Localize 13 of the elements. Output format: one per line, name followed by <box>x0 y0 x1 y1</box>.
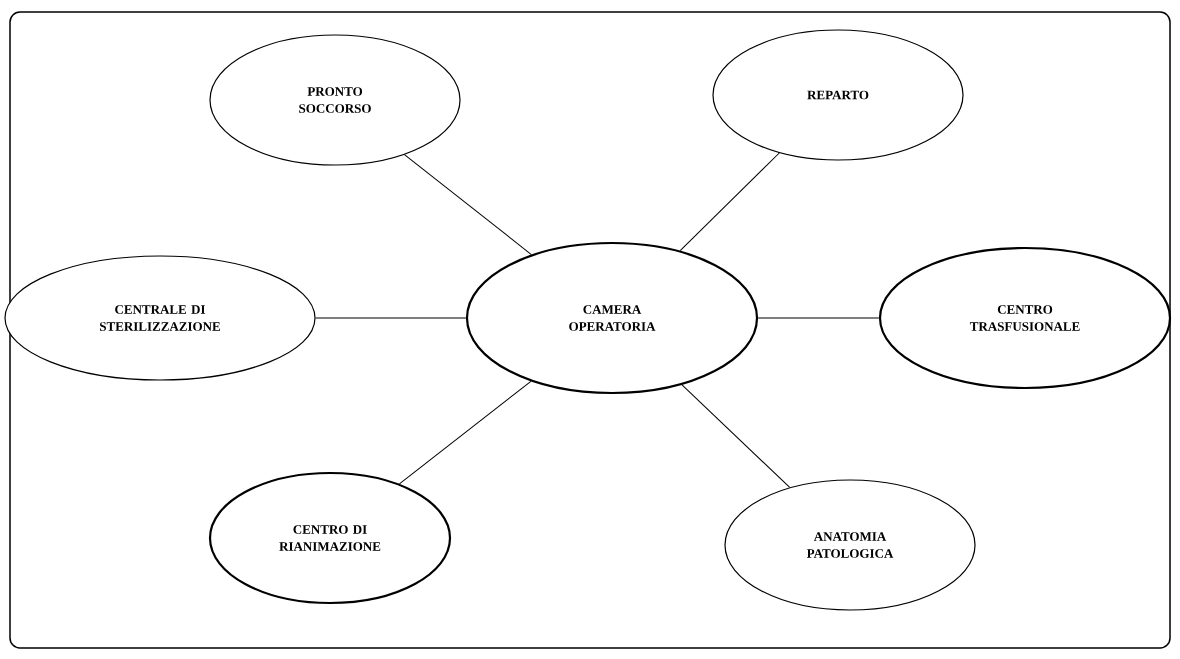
ellipse-node: CAMERA OPERATORIA <box>465 241 759 395</box>
connector-line <box>315 317 467 319</box>
connector-line <box>679 152 780 252</box>
ellipse-node: REPARTO <box>712 29 964 161</box>
connector-line <box>398 380 532 485</box>
ellipse-node: CENTRO DI RIANIMAZIONE <box>208 471 452 605</box>
connector-line <box>681 384 791 488</box>
connector-line <box>757 317 880 319</box>
ellipse-node: CENTRO TRASFUSIONALE <box>878 246 1172 390</box>
ellipse-node: PRONTO SOCCORSO <box>209 34 461 166</box>
ellipse-node: CENTRALE DI STERILIZZAZIONE <box>4 255 316 381</box>
connector-line <box>403 154 532 256</box>
ellipse-node: ANATOMIA PATOLOGICA <box>724 479 976 611</box>
